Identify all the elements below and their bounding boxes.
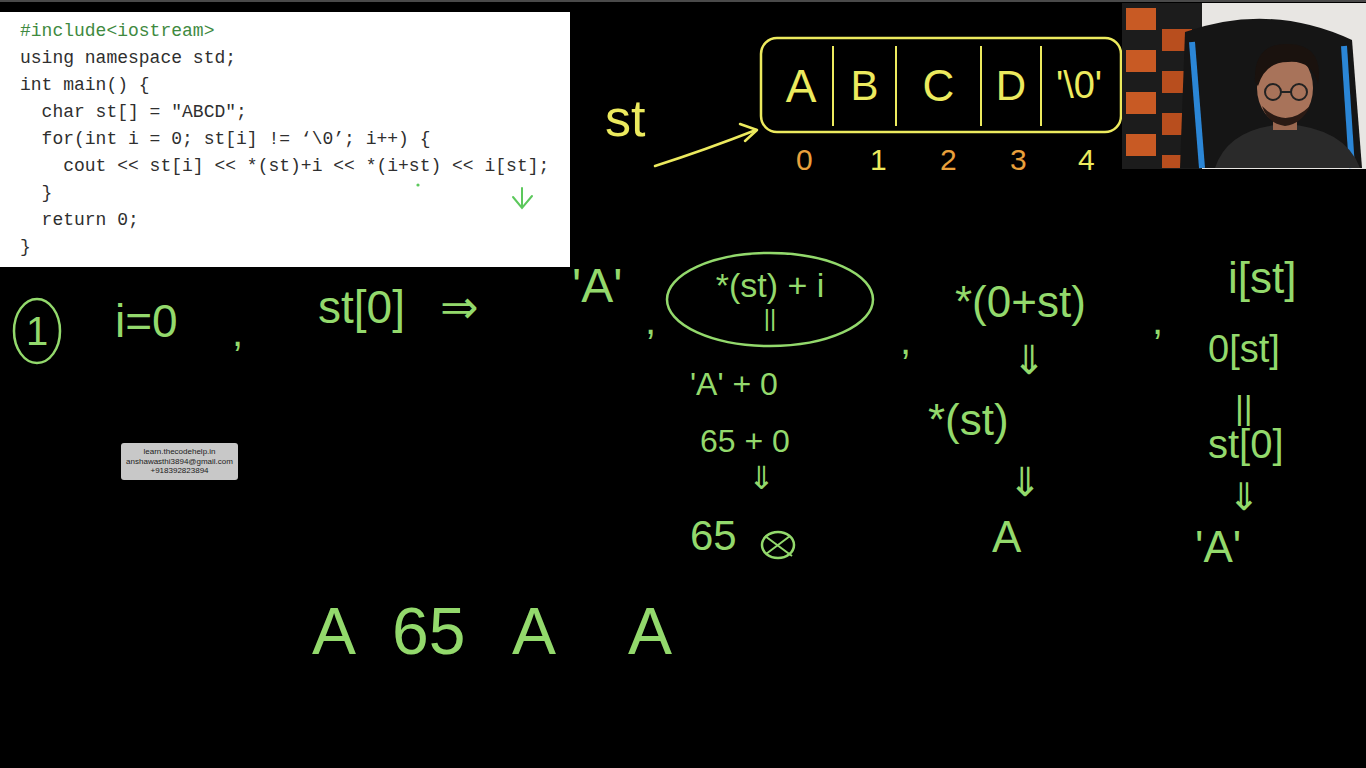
- node-text: 1: [26, 309, 48, 353]
- pointer-arrowhead: [740, 124, 757, 141]
- code-line: #include<iostream>: [20, 18, 214, 45]
- glasses: [1265, 84, 1281, 100]
- array-cell: C: [895, 46, 980, 126]
- handwritten-note: 65: [690, 515, 737, 557]
- person-body: [1215, 124, 1360, 168]
- handwritten-note: *(0+st): [955, 280, 1086, 324]
- array-index: 3: [1010, 145, 1027, 175]
- array-outline: [761, 38, 1121, 132]
- array-index: 4: [1078, 145, 1095, 175]
- step-circle: 1: [12, 297, 62, 365]
- foam-tile: [1126, 134, 1156, 156]
- array-cell: D: [980, 46, 1040, 126]
- code-panel: #include<iostream>using namespace std;in…: [0, 12, 570, 267]
- handwritten-note: 0[st]: [1208, 330, 1280, 368]
- pointer-arrow: [655, 130, 756, 166]
- ellipse-outline-path: [14, 299, 60, 363]
- handwritten-note: st[0]: [318, 284, 405, 330]
- handwritten-note: 'A' + 0: [690, 368, 778, 400]
- person-beard: [1262, 106, 1310, 126]
- foam-tile: [1126, 50, 1156, 72]
- highlight-ellipse: *(st) + i||: [665, 251, 875, 348]
- top-strip: [0, 0, 1366, 2]
- node-text: anshawasthi3894@gmail.com: [126, 457, 233, 467]
- foam-tile: [1126, 8, 1156, 30]
- array-name: st: [605, 92, 645, 144]
- ellipse-outline-path: [667, 253, 873, 346]
- handwritten-note: A: [992, 515, 1021, 559]
- output-value: A: [628, 598, 672, 664]
- implies-arrow: ⇒: [440, 284, 479, 330]
- down-arrow: ⇓: [748, 462, 775, 494]
- handwritten-note: i=0: [115, 298, 178, 344]
- output-value: A: [512, 598, 556, 664]
- array-cell: '\0': [1040, 46, 1116, 126]
- equals-mark: ||: [1235, 390, 1253, 424]
- handwritten-note: i[st]: [1228, 256, 1296, 300]
- video-wall: [1122, 3, 1366, 169]
- code-line: for(int i = 0; st[i] != ‘\0’; i++) {: [20, 126, 430, 153]
- doodle-dot: [416, 183, 419, 186]
- handwritten-note: 'A': [1195, 525, 1241, 569]
- node-text: C: [923, 62, 955, 110]
- separator: ,: [900, 320, 911, 360]
- scribble-cross: [765, 536, 792, 556]
- output-value: 65: [392, 598, 465, 664]
- code-line: return 0;: [20, 207, 139, 234]
- node-text: +918392823894: [150, 466, 208, 476]
- node-text: D: [996, 63, 1026, 109]
- node-text: B: [850, 63, 878, 109]
- handwritten-note: *(st): [928, 398, 1009, 442]
- code-line: using namespace std;: [20, 45, 236, 72]
- person-hair: [1255, 44, 1319, 86]
- down-arrow: ⇓: [1008, 462, 1042, 502]
- array-cell: A: [770, 46, 832, 126]
- code-line: int main() {: [20, 72, 150, 99]
- doodle-arrow: [513, 188, 532, 208]
- node-text: learn.thecodehelp.in: [143, 447, 215, 457]
- node-text: *(st) + i: [716, 267, 825, 304]
- node-text: '\0': [1056, 65, 1102, 107]
- handwritten-note: st[0]: [1208, 424, 1284, 464]
- array-index: 1: [870, 145, 887, 175]
- output-value: A: [312, 598, 356, 664]
- watermark-box: learn.thecodehelp.inanshawasthi3894@gmai…: [121, 443, 238, 480]
- scribble: [762, 532, 794, 558]
- down-arrow: ⇓: [1228, 478, 1260, 516]
- array-index: 0: [796, 145, 813, 175]
- separator: ,: [232, 312, 243, 352]
- code-line: }: [20, 180, 52, 207]
- chair-back: [1180, 19, 1362, 168]
- code-line: }: [20, 234, 31, 261]
- code-line: char st[] = "ABCD";: [20, 99, 247, 126]
- code-line: cout << st[i] << *(st)+i << *(i+st) << i…: [20, 153, 549, 180]
- node-text: A: [786, 61, 817, 112]
- glasses: [1291, 84, 1307, 100]
- handwritten-note: 'A': [572, 262, 622, 310]
- chair-accent: [1192, 42, 1202, 168]
- foam-tile: [1126, 92, 1156, 114]
- node-text: ||: [764, 305, 776, 331]
- array-index: 2: [940, 145, 957, 175]
- separator: ,: [645, 300, 656, 340]
- glasses-bridge: [1281, 91, 1291, 93]
- video-thumbnail: [1122, 3, 1366, 169]
- separator: ,: [1152, 300, 1163, 340]
- down-arrow: ⇓: [1012, 340, 1046, 380]
- array-cell: B: [832, 46, 895, 126]
- handwritten-note: 65 + 0: [700, 425, 790, 457]
